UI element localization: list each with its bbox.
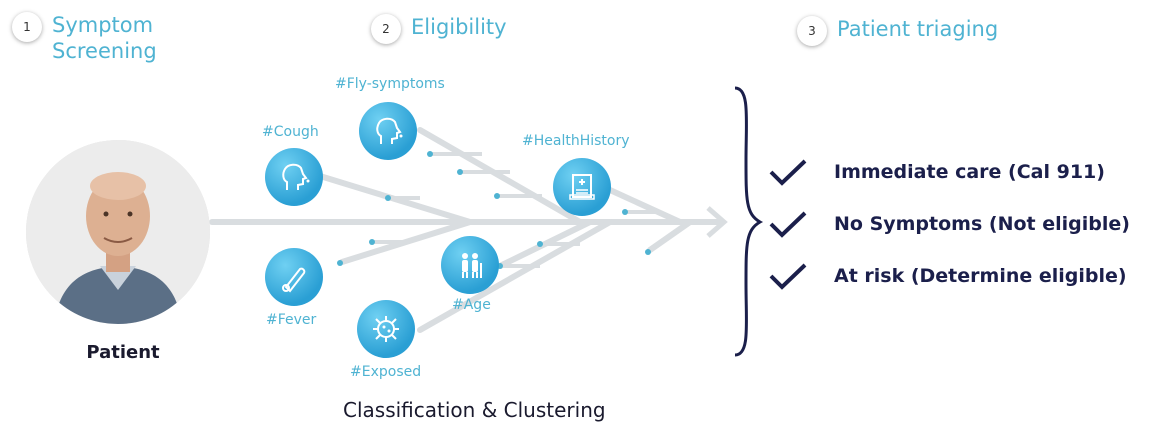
step-2-title: Eligibility [411,15,507,39]
checkmark-icon [769,263,807,290]
medical-document-icon [553,158,611,216]
step-3-number: 3 [797,16,827,46]
patient-label: Patient [86,342,160,363]
virus-icon [357,300,415,358]
outcome-item: At risk (Determine eligible) [768,250,1130,302]
flu-label: #Fly-symptoms [335,76,445,92]
thermometer-icon [265,248,323,306]
lower-branch-2 [417,219,613,333]
brace [734,86,764,357]
patient-photo [26,140,210,324]
step-1-number: 1 [12,12,42,42]
exposed-label: #Exposed [350,364,422,380]
checkmark-icon [769,159,807,186]
upper-branch-3 [607,187,683,225]
cough-icon [265,148,323,206]
age-label: #Age [452,297,491,313]
outcome-label: At risk (Determine eligible) [834,265,1127,287]
step-1-title: Symptom Screening [52,13,157,63]
upper-branch-1 [417,127,583,225]
outcome-list: Immediate care (Cal 911) No Symptoms (No… [768,146,1130,302]
outcome-label: Immediate care (Cal 911) [834,161,1105,183]
elderly-couple-icon [441,236,499,294]
outcome-item: Immediate care (Cal 911) [768,146,1130,198]
diagram-caption: Classification & Clustering [343,398,606,422]
cough-label: #Cough [262,124,319,140]
head-symptom-icon [359,102,417,160]
checkmark-icon [769,211,807,238]
step-1-header: 1 Symptom Screening [12,12,182,64]
step-3-header: 3 Patient triaging [797,16,998,46]
outcome-item: No Symptoms (Not eligible) [768,198,1130,250]
arrow-head [706,206,728,238]
step-3-title: Patient triaging [837,17,999,41]
health-history-label: #HealthHistory [522,133,630,149]
fever-label: #Fever [266,312,317,328]
step-2-header: 2 Eligibility [371,14,507,44]
lower-branch-4 [647,219,693,253]
outcome-label: No Symptoms (Not eligible) [834,213,1130,235]
step-2-number: 2 [371,14,401,44]
